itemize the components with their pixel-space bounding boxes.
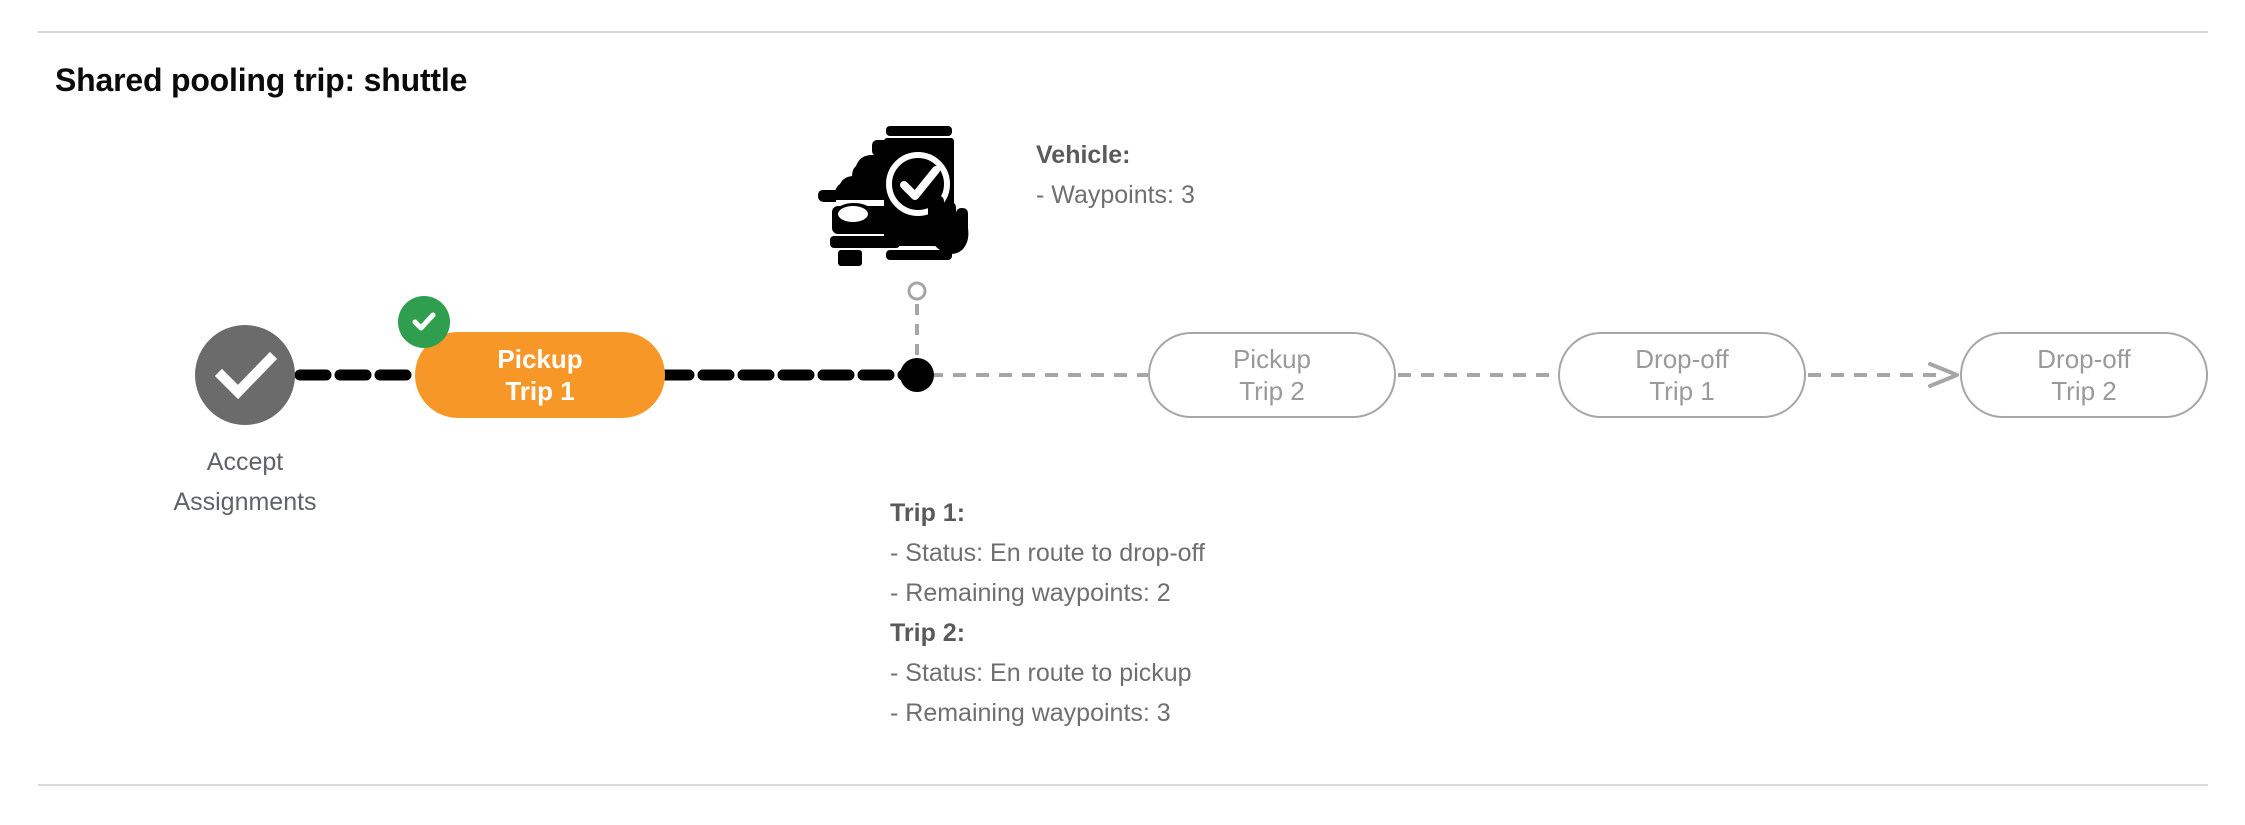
vehicle-info-heading: Vehicle [1036, 141, 1123, 169]
trip-1-heading: Trip 1 [890, 499, 957, 527]
vehicle-leader-circle [907, 281, 927, 301]
check-badge-icon [398, 296, 450, 348]
vehicle-info-heading-colon: : [1122, 141, 1131, 169]
node-accept-assignments-label: Accept Assignments [95, 442, 395, 522]
accept-label-line-1: Accept [206, 448, 284, 476]
node-dropoff-trip-1-line-1: Drop-off [1635, 344, 1729, 374]
node-pickup-trip-1[interactable]: Pickup Trip 1 [415, 332, 665, 418]
trip-2-heading-row: Trip 2: [890, 613, 1205, 653]
node-pickup-trip-1-line-2: Trip 1 [505, 376, 575, 406]
node-pickup-trip-2[interactable]: Pickup Trip 2 [1148, 332, 1396, 418]
check-icon [412, 312, 436, 331]
top-divider [38, 31, 2208, 33]
trip-1-heading-row: Trip 1: [890, 493, 1205, 533]
node-dropoff-trip-2-line-1: Drop-off [2037, 344, 2131, 374]
trip-1-heading-colon: : [956, 499, 966, 527]
check-circle-icon [214, 351, 278, 400]
trip-1-waypoints-line: - Remaining waypoints: 2 [890, 579, 1171, 607]
node-accept-assignments[interactable] [195, 325, 295, 425]
vehicle-waypoints-line: - Waypoints: 3 [1036, 181, 1195, 209]
accept-label-line-2: Assignments [173, 488, 317, 516]
trip-1-status-line: - Status: En route to drop-off [890, 539, 1205, 567]
connector-arrowhead [1928, 362, 1959, 388]
node-dropoff-trip-1[interactable]: Drop-off Trip 1 [1558, 332, 1806, 418]
trip-2-heading: Trip 2 [890, 619, 957, 647]
page-title: Shared pooling trip: shuttle [55, 62, 468, 98]
node-dropoff-trip-2[interactable]: Drop-off Trip 2 [1960, 332, 2208, 418]
node-pickup-trip-2-line-1: Pickup [1232, 344, 1312, 374]
bottom-divider [38, 784, 2208, 786]
trip-2-heading-colon: : [956, 619, 966, 647]
vehicle-position-dot [900, 358, 934, 392]
vehicle-info-heading-row: Vehicle: [1036, 135, 1195, 175]
node-pickup-trip-1-line-1: Pickup [497, 344, 583, 374]
trip-2-status-line: - Status: En route to pickup [890, 659, 1192, 687]
trip-2-waypoints-line: - Remaining waypoints: 3 [890, 699, 1171, 727]
vehicle-app-checkmark-icon [818, 122, 970, 267]
node-dropoff-trip-1-line-2: Trip 1 [1649, 376, 1715, 406]
node-dropoff-trip-2-line-2: Trip 2 [2051, 376, 2117, 406]
vehicle-info-block: Vehicle: - Waypoints: 3 [1036, 135, 1195, 215]
trip-info-block: Trip 1: - Status: En route to drop-off -… [890, 493, 1205, 733]
node-pickup-trip-2-line-2: Trip 2 [1239, 376, 1305, 406]
